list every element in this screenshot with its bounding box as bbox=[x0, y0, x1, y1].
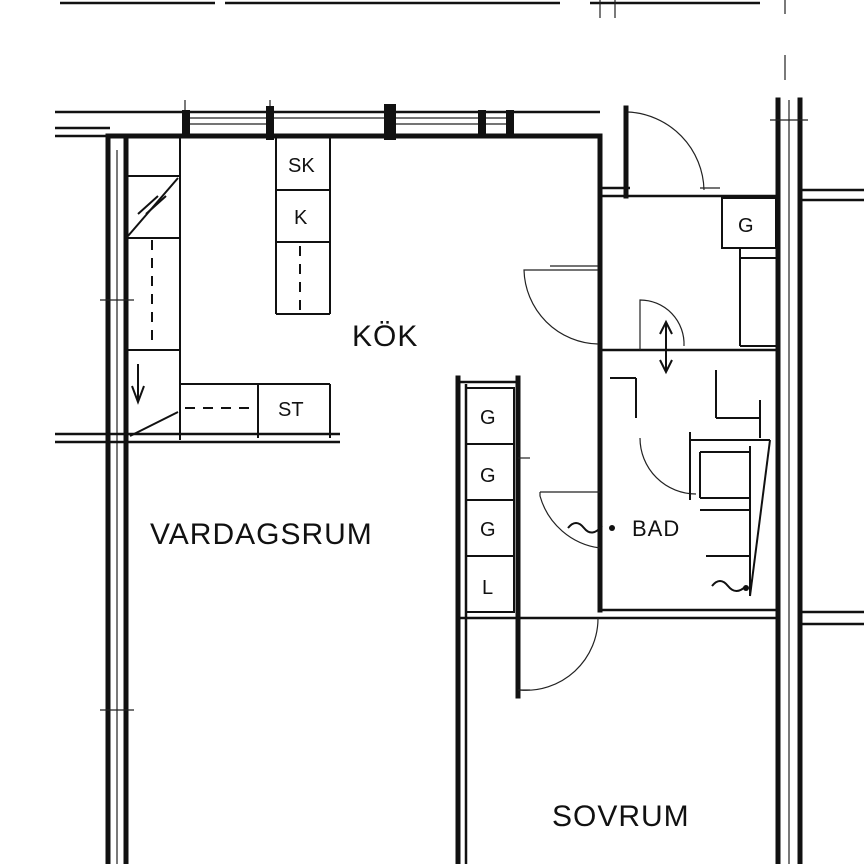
exterior-right-wall bbox=[770, 97, 864, 864]
bathroom-label: BAD bbox=[632, 516, 680, 541]
kitchen-counter-left bbox=[126, 136, 181, 440]
kitchen-counter-bottom bbox=[55, 383, 340, 444]
kitchen-tall-units bbox=[275, 136, 331, 315]
bathroom-fixtures bbox=[610, 370, 771, 597]
kitchen-label: KÖK bbox=[352, 320, 418, 353]
stove-label: ST bbox=[278, 399, 304, 421]
wardrobe-label-2: G bbox=[480, 465, 496, 487]
living-room-label: VARDAGSRUM bbox=[150, 518, 373, 551]
bedroom-label: SOVRUM bbox=[552, 800, 690, 833]
freezer-label: SK bbox=[288, 155, 315, 177]
top-edge-lines bbox=[60, 0, 786, 80]
wardrobe-label-1: G bbox=[480, 407, 496, 429]
wardrobe-label-3: G bbox=[480, 519, 496, 541]
exterior-left-wall bbox=[100, 133, 134, 864]
hall-wardrobe bbox=[721, 197, 778, 347]
entrance-door bbox=[597, 105, 778, 613]
bathroom-door bbox=[539, 491, 615, 549]
bedroom-door bbox=[518, 617, 599, 691]
exterior-top-wall bbox=[55, 100, 603, 140]
kitchen-hall-door bbox=[523, 265, 599, 345]
hall-wardrobe-label: G bbox=[738, 215, 754, 237]
bathroom-walls bbox=[600, 299, 778, 620]
fridge-label: K bbox=[294, 207, 308, 229]
wardrobe-column bbox=[455, 375, 600, 864]
wardrobe-label-4: L bbox=[482, 577, 493, 599]
